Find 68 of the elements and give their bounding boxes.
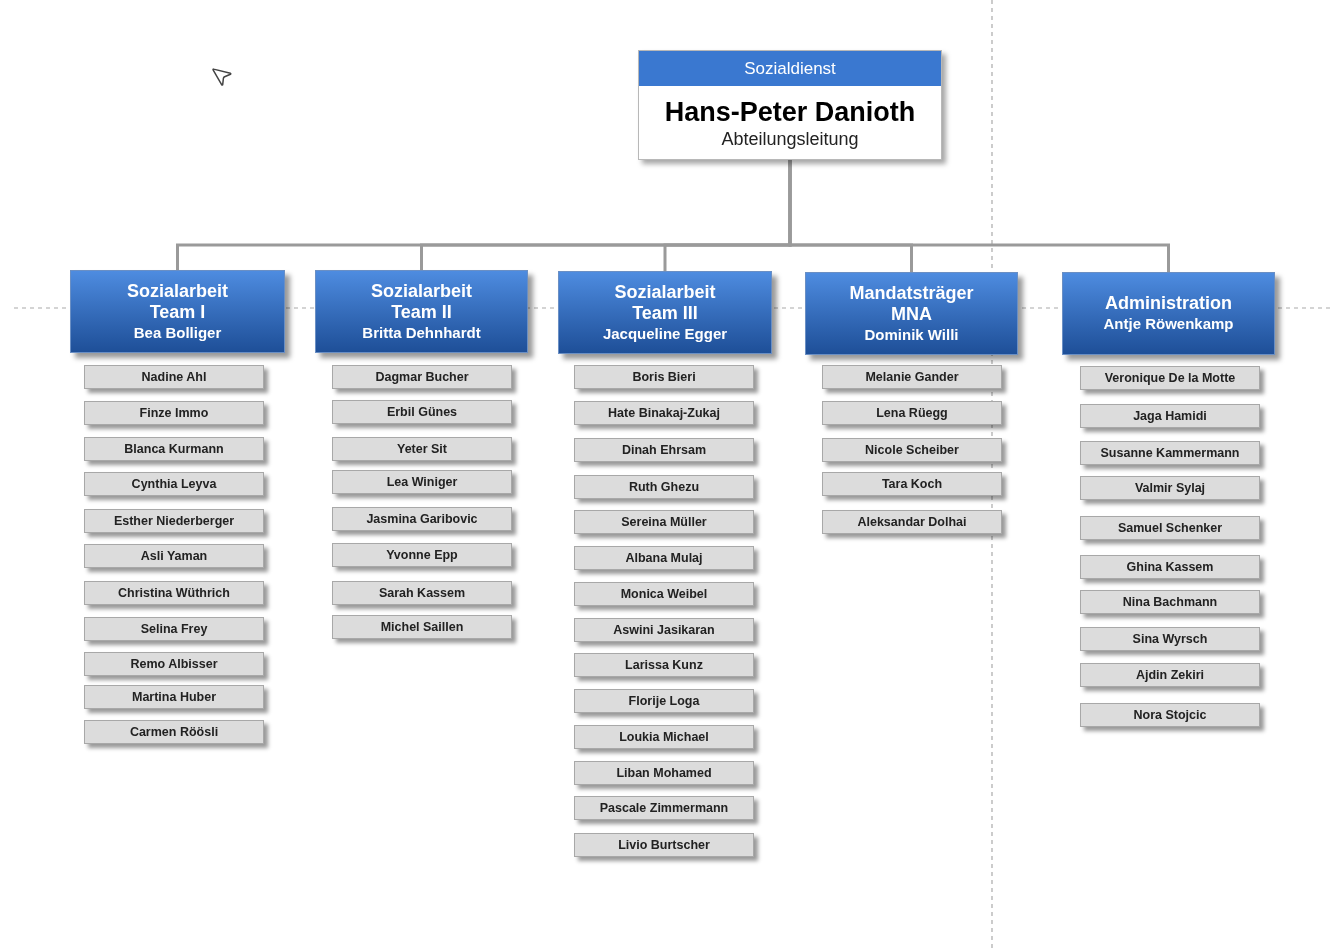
employee-box: Asli Yaman <box>84 544 264 568</box>
employee-box: Jasmina Garibovic <box>332 507 512 531</box>
employee-box: Nina Bachmann <box>1080 590 1260 614</box>
manager-name: Hans-Peter Danioth <box>664 95 916 128</box>
employee-box: Valmir Sylaj <box>1080 476 1260 500</box>
employee-box: Nora Stojcic <box>1080 703 1260 727</box>
employee-box: Boris Bieri <box>574 365 754 389</box>
employee-box: Livio Burtscher <box>574 833 754 857</box>
employee-box: Selina Frey <box>84 617 264 641</box>
employee-box: Erbil Günes <box>332 400 512 424</box>
employee-box: Ghina Kassem <box>1080 555 1260 579</box>
employee-box: Sina Wyrsch <box>1080 627 1260 651</box>
employee-box: Samuel Schenker <box>1080 516 1260 540</box>
employee-box: Sarah Kassem <box>332 581 512 605</box>
employee-box: Carmen Röösli <box>84 720 264 744</box>
employee-box: Veronique De la Motte <box>1080 366 1260 390</box>
employee-box: Melanie Gander <box>822 365 1002 389</box>
employee-box: Yeter Sit <box>332 437 512 461</box>
employee-box: Ajdin Zekiri <box>1080 663 1260 687</box>
employee-box: Esther Niederberger <box>84 509 264 533</box>
employee-box: Nicole Scheiber <box>822 438 1002 462</box>
employee-box: Ruth Ghezu <box>574 475 754 499</box>
employee-box: Christina Wüthrich <box>84 581 264 605</box>
team-title: Mandatsträger MNA <box>848 282 975 325</box>
employee-box: Albana Mulaj <box>574 546 754 570</box>
manager-role: Abteilungsleitung <box>721 127 859 150</box>
team-header-box <box>315 270 528 353</box>
team-lead-name: Britta Dehnhardt <box>362 322 481 343</box>
team-title: Sozialarbeit Team III <box>613 281 717 324</box>
team-lead-name: Antje Röwenkamp <box>1103 314 1234 334</box>
team-lead-name: Dominik Willi <box>864 324 959 345</box>
connector-line <box>788 160 1170 272</box>
employee-box: Tara Koch <box>822 472 1002 496</box>
employee-box: Blanca Kurmann <box>84 437 264 461</box>
employee-box: Dinah Ehrsam <box>574 438 754 462</box>
employee-box: Lea Winiger <box>332 470 512 494</box>
employee-box: Michel Saillen <box>332 615 512 639</box>
employee-box: Monica Weibel <box>574 582 754 606</box>
employee-box: Martina Huber <box>84 685 264 709</box>
employee-box: Sereina Müller <box>574 510 754 534</box>
employee-box: Loukia Michael <box>574 725 754 749</box>
team-header-box <box>805 272 1018 355</box>
employee-box: Remo Albisser <box>84 652 264 676</box>
employee-box: Aswini Jasikaran <box>574 618 754 642</box>
team-lead-name: Jacqueline Egger <box>602 323 728 344</box>
employee-box: Yvonne Epp <box>332 543 512 567</box>
department-header: Sozialdienst <box>639 51 941 86</box>
team-title: Sozialarbeit Team I <box>126 280 229 323</box>
employee-box: Larissa Kunz <box>574 653 754 677</box>
employee-box: Finze Immo <box>84 401 264 425</box>
team-header-box <box>1062 272 1275 355</box>
employee-box: Liban Mohamed <box>574 761 754 785</box>
manager-box <box>638 50 942 160</box>
employee-box: Hate Binakaj-Zukaj <box>574 401 754 425</box>
employee-box: Nadine Ahl <box>84 365 264 389</box>
team-title: Administration <box>1104 293 1233 314</box>
team-title: Sozialarbeit Team II <box>370 280 473 323</box>
employee-box: Aleksandar Dolhai <box>822 510 1002 534</box>
team-lead-name: Bea Bolliger <box>133 322 222 343</box>
team-header-box <box>70 270 285 353</box>
employee-box: Pascale Zimmermann <box>574 796 754 820</box>
employee-box: Susanne Kammermann <box>1080 441 1260 465</box>
employee-box: Cynthia Leyva <box>84 472 264 496</box>
employee-box: Jaga Hamidi <box>1080 404 1260 428</box>
employee-box: Lena Rüegg <box>822 401 1002 425</box>
employee-box: Florije Loga <box>574 689 754 713</box>
employee-box: Dagmar Bucher <box>332 365 512 389</box>
team-header-box <box>558 271 772 354</box>
